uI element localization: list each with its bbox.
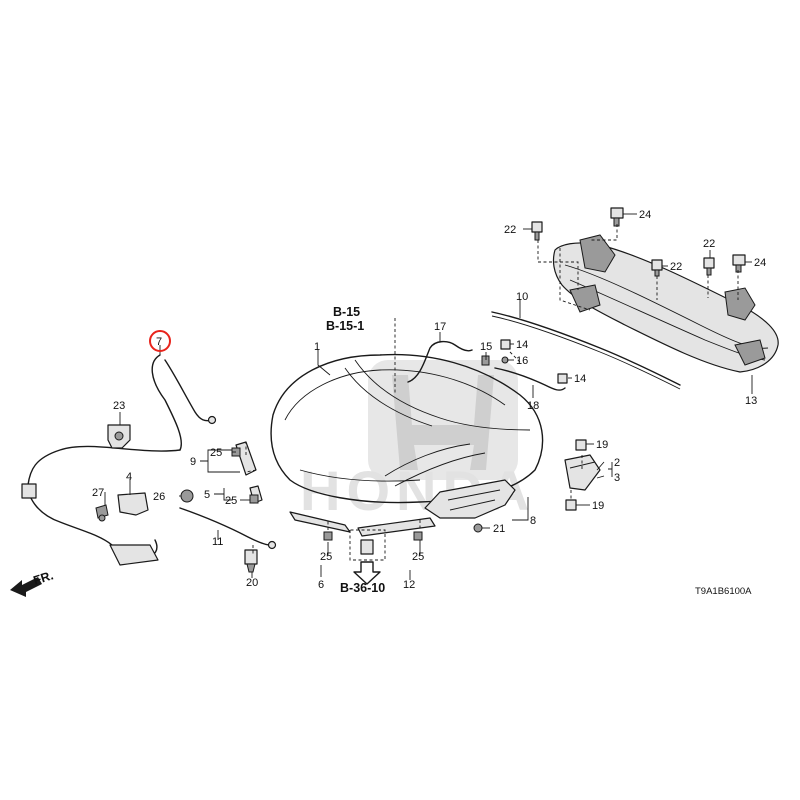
callout-24a[interactable]: 24 <box>639 209 651 221</box>
callout-8[interactable]: 8 <box>530 515 536 527</box>
part-grommet[interactable] <box>180 489 194 503</box>
part-washer-tube-rear[interactable] <box>494 367 566 391</box>
callout-20[interactable]: 20 <box>246 577 258 589</box>
callout-17[interactable]: 17 <box>434 321 446 333</box>
callout-9[interactable]: 9 <box>190 456 196 468</box>
part-cowl-seal[interactable] <box>491 311 681 386</box>
part-washer-tube[interactable] <box>407 340 473 383</box>
callout-12[interactable]: 12 <box>403 579 415 591</box>
part-cowl-top[interactable] <box>552 234 779 373</box>
callout-22a[interactable]: 22 <box>504 224 516 236</box>
part-clip[interactable] <box>244 549 258 573</box>
reference-b15[interactable]: B-15 <box>333 305 360 319</box>
callout-1[interactable]: 1 <box>314 341 320 353</box>
callout-27[interactable]: 27 <box>92 487 104 499</box>
part-hood-release-cable[interactable] <box>21 354 217 566</box>
callout-5[interactable]: 5 <box>204 489 210 501</box>
callout-14b[interactable]: 14 <box>574 373 586 385</box>
callout-19a[interactable]: 19 <box>596 439 608 451</box>
callout-16[interactable]: 16 <box>516 355 528 367</box>
fastener-24a[interactable] <box>610 207 624 227</box>
callout-3[interactable]: 3 <box>614 472 620 484</box>
fastener-clip-center[interactable] <box>360 539 374 555</box>
callout-22c[interactable]: 22 <box>703 238 715 250</box>
fastener-25b[interactable] <box>249 494 259 504</box>
callout-numbers: 1 2 3 4 5 6 7 8 9 10 11 12 13 14 14 15 1… <box>92 209 766 591</box>
callout-2[interactable]: 2 <box>614 457 620 469</box>
callout-25c[interactable]: 25 <box>320 551 332 563</box>
reference-arrow-down <box>353 561 381 585</box>
callout-25a[interactable]: 25 <box>210 447 222 459</box>
part-hood[interactable] <box>270 353 544 504</box>
callout-21[interactable]: 21 <box>493 523 505 535</box>
part-hood-latch[interactable] <box>95 492 149 522</box>
front-direction-arrow: FR. <box>10 568 55 597</box>
part-cable-clip[interactable] <box>107 424 131 449</box>
callout-15[interactable]: 15 <box>480 341 492 353</box>
front-label: FR. <box>32 568 55 588</box>
fastener-19a[interactable] <box>575 439 587 451</box>
dashed-guides <box>245 224 739 561</box>
callout-10[interactable]: 10 <box>516 291 528 303</box>
fastener-25c[interactable] <box>323 531 333 541</box>
fastener-24b[interactable] <box>732 254 746 273</box>
callout-18[interactable]: 18 <box>527 400 539 412</box>
callout-22b[interactable]: 22 <box>670 261 682 273</box>
highlight-circle <box>149 330 171 352</box>
fastener-14b[interactable] <box>557 373 568 384</box>
callout-23[interactable]: 23 <box>113 400 125 412</box>
part-hood-support-rod[interactable] <box>179 507 277 550</box>
part-hood-insulator[interactable] <box>424 479 516 519</box>
part-front-seal-right[interactable] <box>357 517 436 537</box>
callout-19b[interactable]: 19 <box>592 500 604 512</box>
callout-25b[interactable]: 25 <box>225 495 237 507</box>
callout-14a[interactable]: 14 <box>516 339 528 351</box>
callout-6[interactable]: 6 <box>318 579 324 591</box>
fastener-14a[interactable] <box>500 339 511 350</box>
part-bolt[interactable] <box>473 523 483 533</box>
fasteners <box>231 207 746 555</box>
callout-24b[interactable]: 24 <box>754 257 766 269</box>
callout-13[interactable]: 13 <box>745 395 757 407</box>
leader-lines <box>104 213 753 580</box>
callout-7[interactable]: 7 <box>156 336 162 348</box>
callout-4[interactable]: 4 <box>126 471 132 483</box>
fastener-15[interactable] <box>481 355 490 366</box>
diagram-code: T9A1B6100A <box>695 586 752 597</box>
fastener-19b[interactable] <box>565 499 577 511</box>
part-hood-hinge[interactable] <box>564 454 601 491</box>
fastener-25d[interactable] <box>413 531 423 541</box>
callout-25d[interactable]: 25 <box>412 551 424 563</box>
callout-26[interactable]: 26 <box>153 491 165 503</box>
fastener-22a[interactable] <box>531 221 543 241</box>
reference-b15-1[interactable]: B-15-1 <box>326 319 364 333</box>
reference-b36-10[interactable]: B-36-10 <box>340 581 385 595</box>
callout-11[interactable]: 11 <box>212 536 223 548</box>
fastener-22c[interactable] <box>703 257 715 276</box>
